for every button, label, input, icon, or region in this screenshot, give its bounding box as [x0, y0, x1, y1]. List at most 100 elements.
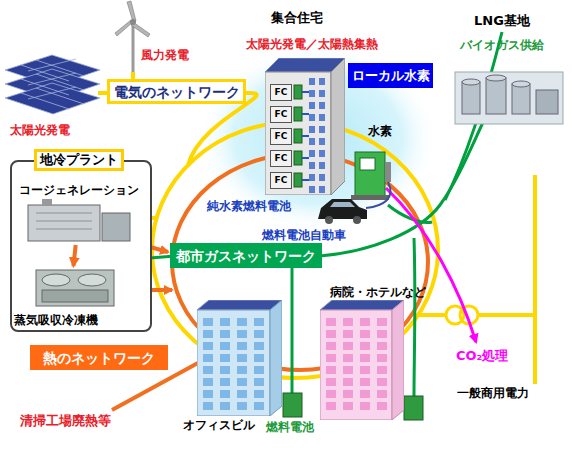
plant-house [536, 90, 558, 114]
caption-label: 水素 [368, 124, 392, 138]
fuel-cell-unit: FC [270, 106, 292, 123]
node-text: ローカル水素 [352, 68, 430, 84]
building-side [392, 300, 404, 420]
window [360, 318, 370, 326]
fuel-cell-stack [294, 85, 302, 99]
window [254, 402, 264, 410]
window [319, 174, 325, 181]
window [377, 354, 387, 362]
window [326, 342, 336, 350]
window [377, 318, 387, 326]
gas-line [291, 268, 294, 393]
fuel-cell-unit: FC [270, 150, 292, 167]
apartment-building: 集合住宅FCFCFCFCFC [265, 58, 345, 195]
window [237, 366, 247, 374]
fuel-cell-unit: FC [270, 128, 292, 145]
window [343, 354, 353, 362]
window [309, 186, 315, 193]
window [237, 354, 247, 362]
tank-top [486, 75, 506, 81]
window [237, 402, 247, 410]
window [309, 114, 315, 121]
window [360, 366, 370, 374]
tank-top [462, 79, 480, 85]
node-text: 地冷プラント [34, 149, 124, 171]
window [237, 342, 247, 350]
window [360, 330, 370, 338]
hydrogen-station [351, 152, 391, 208]
window [319, 78, 325, 85]
window [377, 366, 387, 374]
engine-body [28, 205, 100, 241]
flow-arrow [73, 245, 75, 266]
window [237, 390, 247, 398]
network-label-box: 都市ガスネットワーク [170, 243, 322, 268]
window [326, 378, 336, 386]
window [203, 390, 213, 398]
network-label-box: 電気のネットワーク [107, 79, 246, 104]
node-text: 熱のネットワーク [43, 350, 155, 366]
office-illustration [197, 300, 282, 416]
window [203, 366, 213, 374]
network-label-box: 熱のネットワーク [30, 345, 168, 370]
window [326, 354, 336, 362]
window [343, 378, 353, 386]
car-window [330, 202, 355, 207]
plant-ground [455, 72, 563, 124]
dispenser [355, 152, 385, 197]
window [377, 342, 387, 350]
window [343, 390, 353, 398]
window [203, 402, 213, 410]
window [319, 114, 325, 121]
window [203, 354, 213, 362]
tank [462, 82, 480, 114]
window [377, 402, 387, 410]
node-text: FC [275, 87, 288, 98]
feed-line [302, 179, 309, 181]
window [309, 174, 315, 181]
window [220, 342, 230, 350]
fuel-cell-stack [294, 151, 302, 165]
absorption-chiller: 蒸気吸収冷凍機 [12, 266, 128, 330]
window [343, 342, 353, 350]
fuel-cell-stack [294, 107, 302, 121]
chiller-drum [42, 274, 70, 286]
building-side [331, 58, 345, 195]
hose [366, 182, 391, 208]
node-text: 都市ガスネットワーク [176, 248, 316, 264]
hospital-illustration [320, 300, 404, 420]
caption-label: 一般商用電力 [457, 386, 529, 400]
window [360, 390, 370, 398]
window [343, 366, 353, 374]
solar-panels [5, 55, 100, 114]
window [254, 390, 264, 398]
window [319, 186, 325, 193]
feed-line [302, 135, 309, 137]
fuel-cell-unit: FC [270, 84, 292, 101]
feed-line [302, 157, 309, 159]
window [343, 330, 353, 338]
window [203, 330, 213, 338]
window [254, 342, 264, 350]
turbine-tower [132, 22, 135, 72]
node-text: FC [275, 131, 288, 142]
nozzle [385, 162, 391, 182]
window [377, 390, 387, 398]
feed-line [302, 113, 309, 115]
chiller-body [36, 270, 114, 306]
node-text: FC [275, 175, 288, 186]
tank [486, 78, 506, 114]
exhaust [42, 199, 52, 205]
biogas-plant [455, 72, 563, 124]
window [377, 378, 387, 386]
power-line [418, 175, 535, 384]
window [343, 318, 353, 326]
fuel-cell-car [318, 199, 367, 224]
window [254, 366, 264, 374]
window [220, 318, 230, 326]
fuel-cell-stack [294, 173, 302, 187]
window [254, 354, 264, 362]
window [237, 330, 247, 338]
